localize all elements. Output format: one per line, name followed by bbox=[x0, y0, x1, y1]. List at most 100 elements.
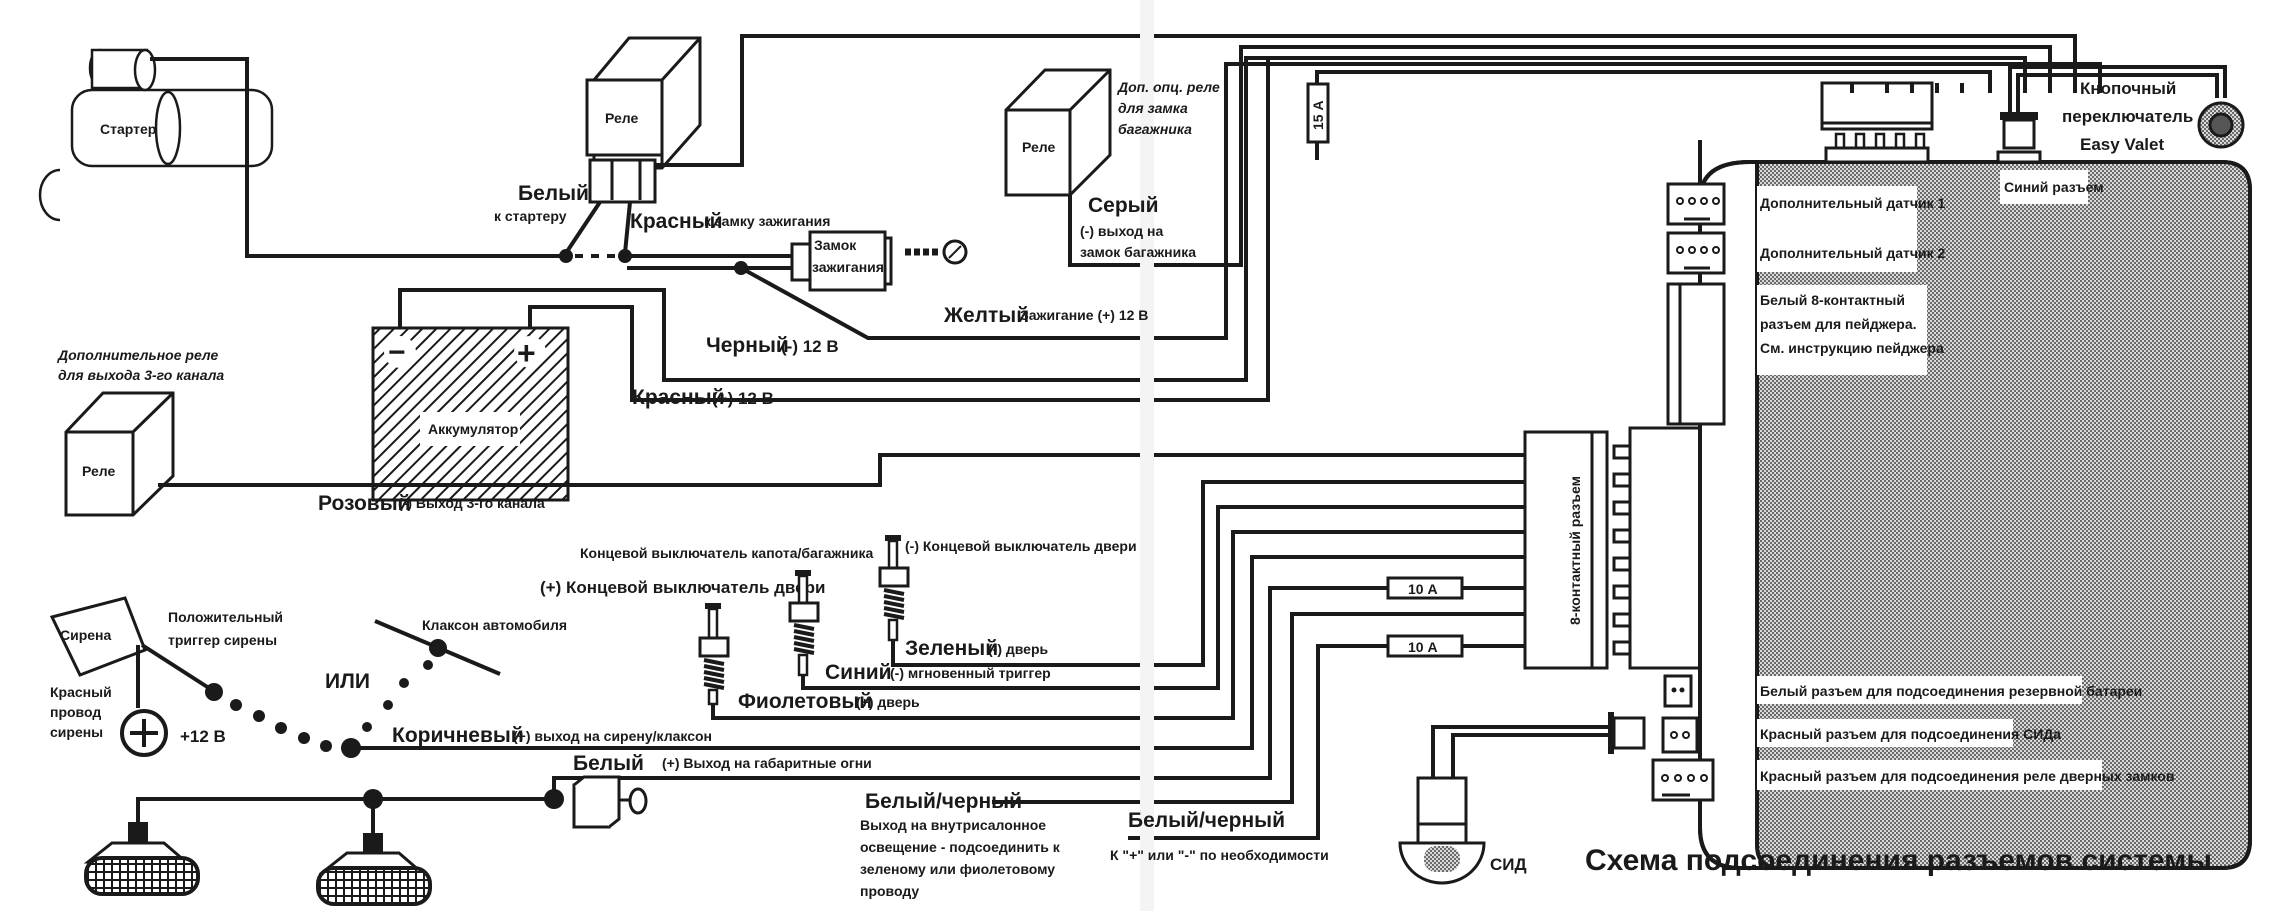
fuse-10a-1-label: 10 А bbox=[1408, 581, 1438, 597]
pager-label-2: разъем для пейджера. bbox=[1760, 316, 1917, 332]
battery-minus-icon: − bbox=[388, 336, 406, 369]
wire-siren-trigger bbox=[140, 643, 214, 692]
wire-lights-bus bbox=[136, 797, 554, 840]
wire-green bbox=[891, 640, 1140, 667]
wire-white-drop bbox=[564, 200, 602, 255]
junction bbox=[544, 789, 564, 809]
junction bbox=[559, 249, 573, 263]
label-bg bbox=[1757, 676, 2082, 704]
valet-label-3: Easy Valet bbox=[2080, 135, 2164, 154]
starter-motor: Стартер bbox=[38, 48, 274, 222]
parking-light-switch bbox=[572, 775, 648, 829]
wire-pink-desc: (-) Выход 3-го канала bbox=[398, 495, 545, 511]
wire-violet-label: Фиолетовый bbox=[738, 690, 872, 713]
label-bg bbox=[1757, 285, 1927, 375]
wire-blue-desc: (-) мгновенный триггер bbox=[890, 665, 1051, 681]
wire-wb1-desc-4: проводу bbox=[860, 883, 919, 899]
wire-harness-green bbox=[1154, 480, 1525, 667]
wire-white-desc: к стартеру bbox=[494, 208, 567, 224]
ignition-lock: Замок зажигания bbox=[790, 230, 968, 292]
wire-green-label: Зеленый bbox=[905, 637, 998, 660]
door-minus-switch-label: (-) Концевой выключатель двери bbox=[905, 538, 1137, 554]
switch-hood bbox=[788, 570, 820, 677]
wire-wb1-desc-1: Выход на внутрисалонное bbox=[860, 817, 1046, 833]
five-pin-connector bbox=[1820, 81, 1934, 164]
wire-pink bbox=[158, 453, 1140, 487]
fuse-10a-2: 10 А bbox=[1386, 634, 1464, 658]
wire-blue-label: Синий bbox=[825, 661, 892, 684]
door-lock-port bbox=[1651, 758, 1715, 802]
wire-black-label: Черный bbox=[706, 334, 789, 357]
page-fold bbox=[1140, 0, 1154, 911]
wire-harness-red bbox=[1154, 58, 1270, 402]
ignition-lock-label-1: Замок bbox=[814, 237, 857, 253]
battery-plus-icon: + bbox=[517, 335, 536, 371]
relay-ch3-label: Реле bbox=[82, 463, 115, 479]
wire-gray-desc-1: (-) выход на bbox=[1080, 223, 1163, 239]
lamp-left bbox=[83, 822, 200, 896]
led-conn-label: Красный разъем для подсоединения СИДа bbox=[1760, 726, 2061, 742]
switch-door-plus bbox=[698, 603, 730, 706]
eight-pin-connector: 8-контактный разъем bbox=[1523, 430, 1609, 670]
wire-wb1-label: Белый/черный bbox=[865, 790, 1022, 813]
wire-relay-top bbox=[655, 34, 1140, 167]
wire-brown-label: Коричневый bbox=[392, 724, 524, 747]
wire-harness-wb1 bbox=[1154, 612, 1525, 804]
wire-violet bbox=[711, 704, 1140, 720]
ignition-lock-label-2: зажигания bbox=[812, 259, 884, 275]
fuse-15a: 15 А bbox=[1306, 82, 1330, 144]
valet-label-1: Кнопочный bbox=[2080, 79, 2176, 98]
fuse-15a-label: 15 А bbox=[1310, 100, 1326, 130]
wire-yellow-desc: Зажигание (+) 12 В bbox=[1020, 307, 1148, 323]
siren-red-3: сирены bbox=[50, 724, 103, 740]
wire-starter bbox=[150, 57, 564, 258]
wire-harness-brown bbox=[1154, 555, 1525, 750]
door-lock-conn-label: Красный разъем для подсоединения реле дв… bbox=[1760, 768, 2175, 784]
wire-harness-gray bbox=[1154, 45, 2052, 267]
led-label: СИД bbox=[1490, 855, 1527, 874]
wire-harness-blue bbox=[1154, 505, 1525, 690]
blue-conn-label: Синий разъем bbox=[2004, 179, 2104, 195]
relay-trunk: Реле bbox=[1004, 68, 1112, 197]
wire-red-label: Красный bbox=[632, 386, 725, 409]
wire-led-1 bbox=[1431, 725, 1610, 780]
relay-trunk-caption-1: Доп. опц. реле bbox=[1117, 79, 1220, 95]
switch-door-minus bbox=[878, 535, 910, 642]
hood-switch-label: Концевой выключатель капота/багажника bbox=[580, 545, 873, 561]
wire-red bbox=[528, 305, 1140, 402]
wire-gray-desc-2: замок багажника bbox=[1080, 244, 1196, 260]
sensor2-label: Дополнительный датчик 2 bbox=[1760, 245, 1946, 261]
lamp-right bbox=[316, 833, 432, 906]
eight-pin-socket bbox=[1612, 426, 1714, 670]
siren-red-2: провод bbox=[50, 704, 101, 720]
relay-main: Реле bbox=[585, 36, 702, 204]
dotted-horn-path bbox=[362, 639, 447, 732]
siren-trigger-1: Положительный bbox=[168, 609, 283, 625]
wire-violet-desc: (+) дверь bbox=[856, 694, 920, 710]
battery: − + Аккумулятор bbox=[371, 326, 570, 502]
wire-wb1-desc-3: зеленому или фиолетовому bbox=[860, 861, 1055, 877]
relay-ch3-caption-2: для выхода 3-го канала bbox=[58, 367, 224, 383]
pager-label-3: См. инструкцию пейджера bbox=[1760, 340, 1944, 356]
dotted-siren-path bbox=[205, 683, 361, 758]
relay-main-label: Реле bbox=[605, 110, 638, 126]
wire-white-label: Белый bbox=[518, 182, 589, 205]
backup-battery-port bbox=[1663, 674, 1693, 708]
battery-label: Аккумулятор bbox=[428, 421, 518, 437]
wire-yellow-label: Желтый bbox=[943, 304, 1029, 327]
wire-harness-violet bbox=[1154, 530, 1525, 720]
wire-yellow bbox=[740, 266, 1140, 340]
blue-connector bbox=[1996, 112, 2042, 164]
wire-white-lights-label: Белый bbox=[573, 752, 644, 775]
label-bg bbox=[1757, 760, 2102, 790]
or-label: ИЛИ bbox=[325, 670, 370, 693]
relay-ch3: Реле bbox=[64, 391, 175, 517]
pager-label-1: Белый 8-контактный bbox=[1760, 292, 1905, 308]
junction bbox=[363, 789, 383, 809]
eight-pin-label: 8-контактный разъем bbox=[1567, 476, 1583, 625]
wire-harness-lights bbox=[1154, 586, 1525, 780]
wire-gray bbox=[1068, 195, 1140, 267]
backup-battery-label: Белый разъем для подсоединения резервной… bbox=[1760, 683, 2142, 699]
wire-blue bbox=[801, 675, 1140, 690]
wire-led-2 bbox=[1451, 733, 1610, 780]
